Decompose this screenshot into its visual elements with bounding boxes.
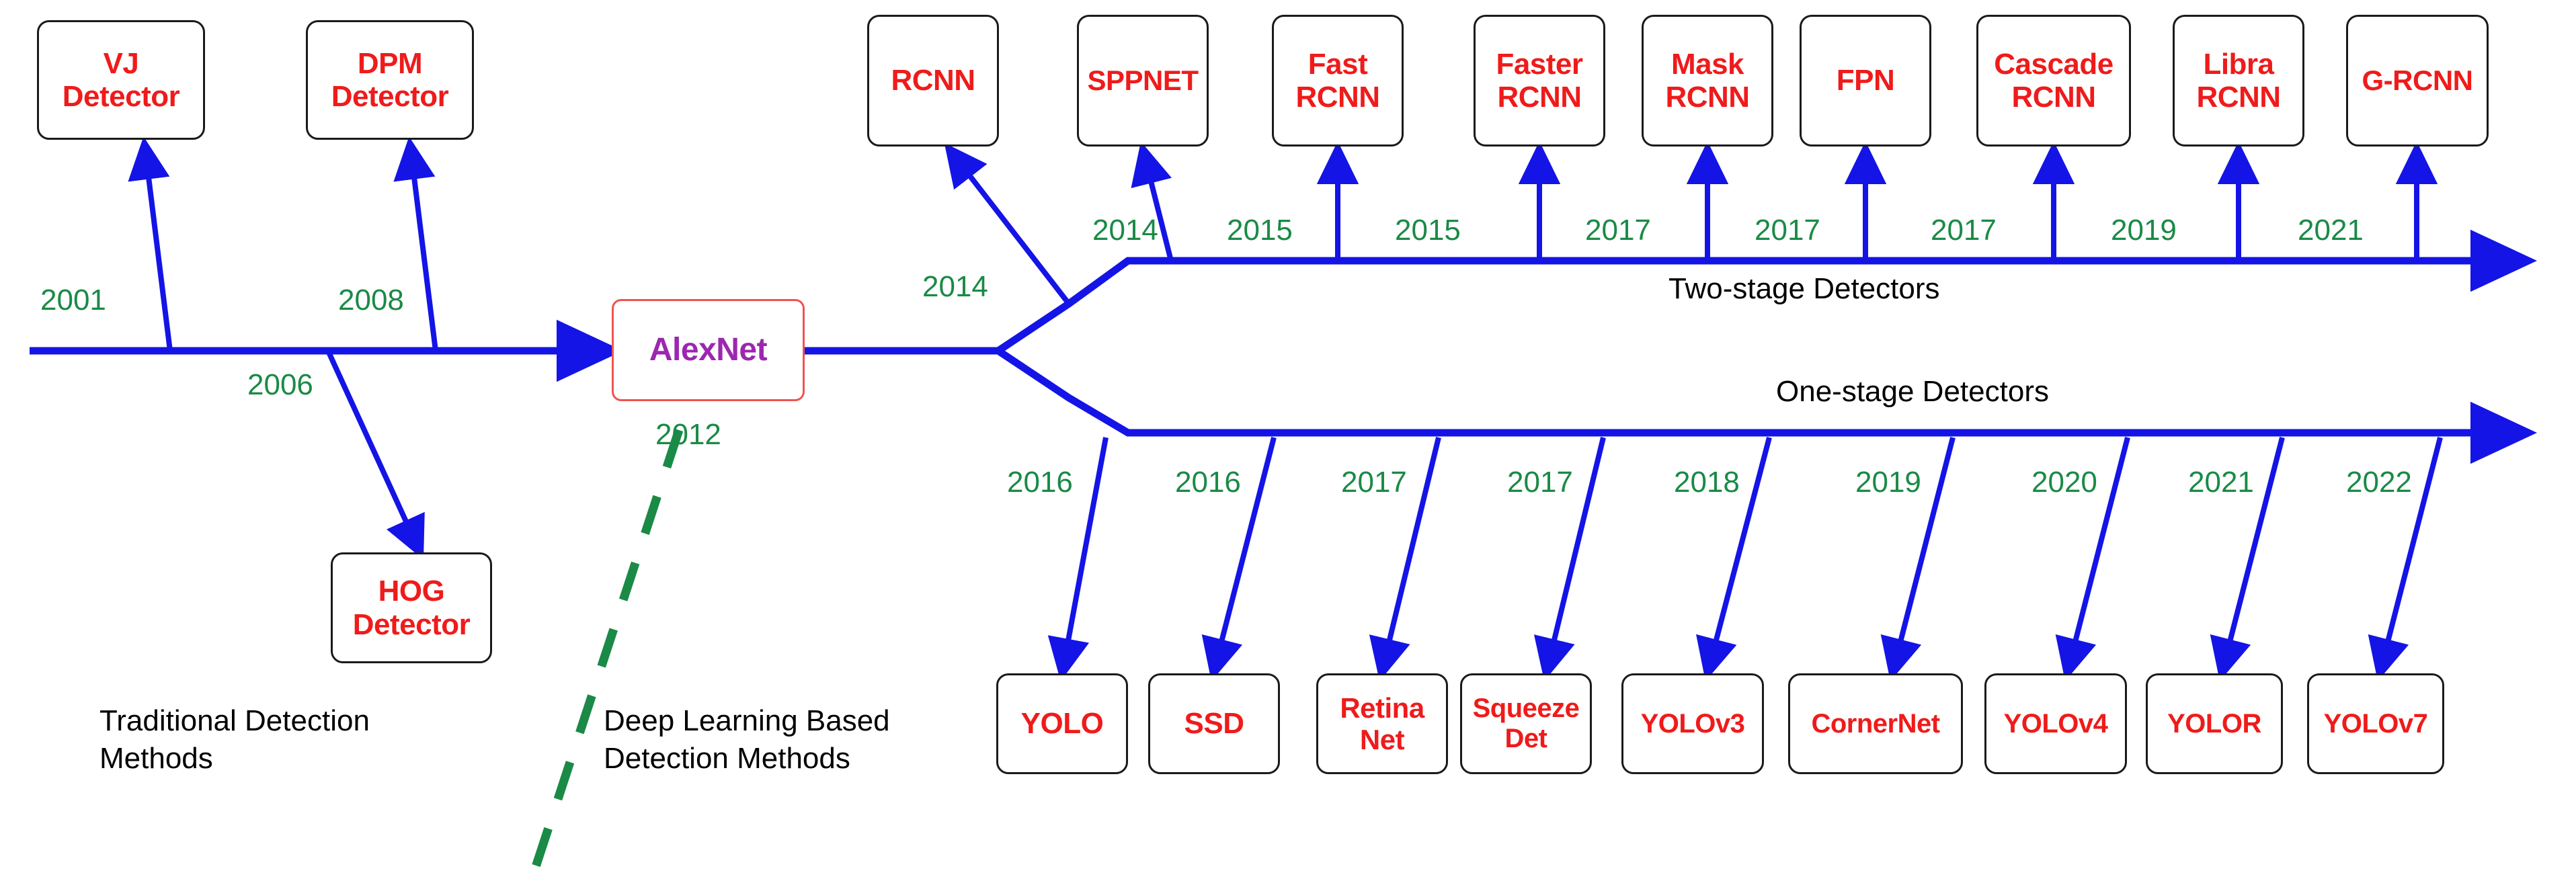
year-label-yolor: 2021 xyxy=(2188,466,2254,499)
node-label: G-RCNN xyxy=(2362,65,2473,97)
connector-hog-detector xyxy=(325,349,425,560)
node-label: CornerNet xyxy=(1811,708,1940,739)
node-label: RCNN xyxy=(891,64,975,97)
connector-one-stage-6 xyxy=(2055,437,2130,681)
year-label-cornernet: 2019 xyxy=(1855,466,1921,499)
node-label: SSD xyxy=(1184,707,1244,741)
node-label: AlexNet xyxy=(649,332,768,368)
node-label: VJ Detector xyxy=(62,46,180,113)
node-label: YOLOv7 xyxy=(2323,708,2428,739)
node-label: YOLOR xyxy=(2167,708,2261,739)
year-label-libra-rcnn: 2019 xyxy=(2111,214,2177,247)
node-yolov4[interactable]: YOLOv4 xyxy=(1984,673,2127,774)
connector-one-stage-7 xyxy=(2210,437,2285,681)
year-label-faster-rcnn: 2015 xyxy=(1395,214,1461,247)
connector-dpm-detector xyxy=(393,136,438,351)
node-yolov7[interactable]: YOLOv7 xyxy=(2307,673,2444,774)
node-cornernet[interactable]: CornerNet xyxy=(1788,673,1963,774)
node-label: YOLO xyxy=(1020,707,1104,741)
one-stage-detectors-label: One-stage Detectors xyxy=(1776,375,2049,408)
node-label: Faster RCNN xyxy=(1496,47,1583,114)
year-label-yolov7: 2022 xyxy=(2346,466,2412,499)
node-g-rcnn[interactable]: G-RCNN xyxy=(2346,15,2489,146)
connector-two-stage-1 xyxy=(1131,141,1174,261)
node-squeezedet[interactable]: Squeeze Det xyxy=(1460,673,1592,774)
node-label: Retina Net xyxy=(1340,691,1424,755)
year-label-fast-rcnn: 2015 xyxy=(1227,214,1293,247)
node-label: FPN xyxy=(1836,64,1895,97)
node-yolov3[interactable]: YOLOv3 xyxy=(1621,673,1764,774)
node-fast-rcnn[interactable]: Fast RCNN xyxy=(1272,15,1404,146)
node-label: YOLOv3 xyxy=(1640,708,1745,739)
node-sppnet[interactable]: SPPNET xyxy=(1077,15,1209,146)
one-stage-rail xyxy=(996,347,2537,464)
year-label-yolo: 2016 xyxy=(1007,466,1073,499)
two-stage-rail xyxy=(996,229,2537,354)
connector-one-stage-2 xyxy=(1369,437,1441,681)
node-ssd[interactable]: SSD xyxy=(1148,673,1280,774)
node-label: Cascade RCNN xyxy=(1994,47,2114,114)
year-label-retinanet: 2017 xyxy=(1341,466,1407,499)
connector-one-stage-4 xyxy=(1696,436,1772,681)
node-alexnet[interactable]: AlexNet xyxy=(612,299,805,401)
year-label-yolov4: 2020 xyxy=(2031,466,2097,499)
year-label-dpm: 2008 xyxy=(338,284,404,317)
node-hog-detector[interactable]: HOG Detector xyxy=(331,552,492,663)
node-mask-rcnn[interactable]: Mask RCNN xyxy=(1642,15,1773,146)
node-label: Libra RCNN xyxy=(2196,47,2281,114)
connector-one-stage-0 xyxy=(1047,437,1109,681)
year-label-vj: 2001 xyxy=(40,284,106,317)
node-vj-detector[interactable]: VJ Detector xyxy=(37,20,205,140)
node-faster-rcnn[interactable]: Faster RCNN xyxy=(1474,15,1605,146)
traditional-methods-caption: Traditional Detection Methods xyxy=(99,704,370,775)
connector-two-stage-0 xyxy=(944,142,1072,306)
year-label-rcnn: 2014 xyxy=(922,270,988,303)
year-label-mask-rcnn: 2017 xyxy=(1585,214,1651,247)
node-libra-rcnn[interactable]: Libra RCNN xyxy=(2173,15,2304,146)
node-label: YOLOv4 xyxy=(2003,708,2108,739)
year-label-hog: 2006 xyxy=(247,368,313,401)
node-label: Mask RCNN xyxy=(1665,47,1750,114)
year-label-ssd: 2016 xyxy=(1175,466,1241,499)
year-label-cascade-rcnn: 2017 xyxy=(1931,214,1997,247)
node-label: HOG Detector xyxy=(352,575,471,641)
year-label-alexnet: 2012 xyxy=(655,418,721,451)
connector-one-stage-1 xyxy=(1201,437,1277,681)
node-label: SPPNET xyxy=(1087,65,1199,97)
year-label-squeezedet: 2017 xyxy=(1507,466,1573,499)
year-label-g-rcnn: 2021 xyxy=(2298,214,2364,247)
connector-vj-detector xyxy=(128,136,173,351)
two-stage-detectors-label: Two-stage Detectors xyxy=(1668,272,1940,305)
era-divider-dashed-line xyxy=(526,428,684,881)
node-yolor[interactable]: YOLOR xyxy=(2146,673,2283,774)
node-retinanet[interactable]: Retina Net xyxy=(1316,673,1448,774)
year-label-fpn: 2017 xyxy=(1755,214,1820,247)
node-label: Squeeze Det xyxy=(1472,694,1580,753)
node-label: Fast RCNN xyxy=(1295,47,1380,114)
connector-one-stage-8 xyxy=(2368,437,2443,681)
node-fpn[interactable]: FPN xyxy=(1800,15,1931,146)
deep-learning-methods-caption: Deep Learning Based Detection Methods xyxy=(604,704,890,775)
year-label-yolov3: 2018 xyxy=(1674,466,1740,499)
node-dpm-detector[interactable]: DPM Detector xyxy=(306,20,474,140)
year-label-sppnet: 2014 xyxy=(1092,214,1158,247)
connector-one-stage-3 xyxy=(1533,437,1606,681)
node-label: DPM Detector xyxy=(331,46,449,113)
node-cascade-rcnn[interactable]: Cascade RCNN xyxy=(1976,15,2131,146)
node-rcnn[interactable]: RCNN xyxy=(867,15,999,146)
connector-one-stage-5 xyxy=(1880,437,1956,681)
